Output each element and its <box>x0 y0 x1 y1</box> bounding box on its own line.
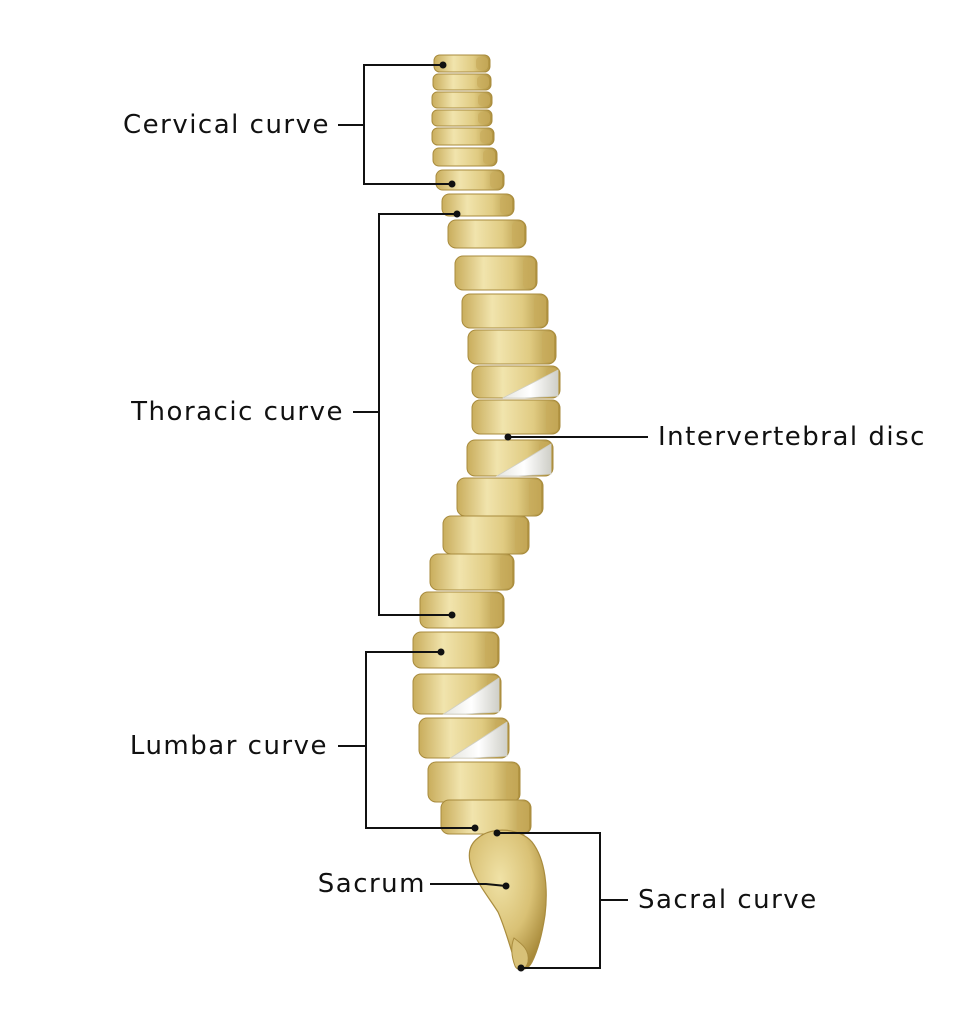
vertebra <box>412 631 500 669</box>
vertebra <box>471 399 561 435</box>
sacrum-label: Sacrum <box>317 869 426 899</box>
vertebra <box>433 54 491 73</box>
intervertebral-disc <box>502 369 559 399</box>
vertebra-rim <box>517 802 529 832</box>
thoracic-bracket <box>378 213 457 616</box>
lumbar-curve-label: Lumbar curve <box>129 731 328 761</box>
vertebra-rim <box>515 518 527 552</box>
cervical-curve-label: Cervical curve <box>122 110 330 140</box>
vertebra-rim <box>506 764 518 800</box>
sacrum-leader <box>430 883 507 887</box>
vertebra-rim <box>546 402 558 432</box>
vertebra-rim <box>477 76 489 88</box>
annotation-dots <box>437 61 525 972</box>
vertebra <box>441 193 515 217</box>
vertebra <box>447 219 527 249</box>
vertebra-rim <box>500 556 512 588</box>
lumbar-bracket <box>365 651 475 829</box>
intervertebral-disc <box>442 677 500 715</box>
vertebra-rim <box>478 112 490 124</box>
vertebra-rim <box>523 258 535 288</box>
intervertebral-disc-label: Intervertebral disc <box>658 422 926 452</box>
vertebra-rim <box>490 172 502 188</box>
vertebra-rim <box>480 130 492 143</box>
vertebral-column <box>412 54 561 835</box>
vertebra-rim <box>485 634 497 666</box>
vertebra-rim <box>542 332 554 362</box>
vertebra <box>431 91 493 109</box>
vertebra-rim <box>483 150 495 164</box>
vertebra-rim <box>500 196 512 214</box>
vertebra-rim <box>534 296 546 326</box>
annotation-lines <box>338 64 648 969</box>
vertebra <box>431 127 495 146</box>
vertebra <box>454 255 538 291</box>
sacral-curve-label: Sacral curve <box>638 885 818 915</box>
vertebra <box>467 329 557 365</box>
vertebra <box>432 147 498 167</box>
intervertebral-disc <box>495 443 552 477</box>
vertebra-rim <box>490 594 502 626</box>
vertebra-rim <box>529 480 541 514</box>
vertebra <box>429 553 515 591</box>
vertebra-rim <box>476 57 488 70</box>
vertebra <box>432 73 492 91</box>
thoracic-curve-label: Thoracic curve <box>131 397 344 427</box>
vertebra-rim <box>512 222 524 246</box>
intervertebral-disc <box>449 721 508 759</box>
vertebra <box>419 591 505 629</box>
vertebra <box>431 109 493 127</box>
vertebra-rim <box>478 94 490 106</box>
sacrum-bone <box>468 829 547 970</box>
vertebra <box>461 293 549 329</box>
